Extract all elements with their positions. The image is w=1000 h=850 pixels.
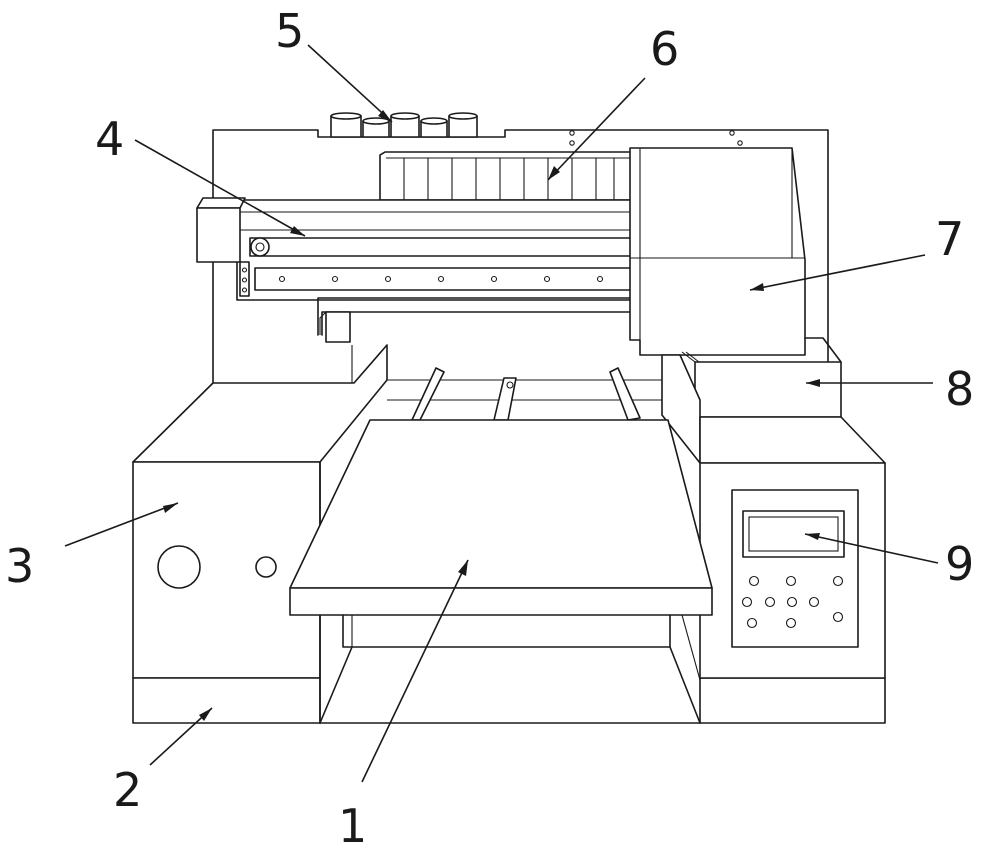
arrowhead-6	[548, 166, 560, 180]
arrowhead-5	[378, 110, 392, 122]
leader-6	[547, 77, 646, 181]
callout-9: 9	[945, 537, 974, 591]
leader-lines	[64, 44, 939, 783]
inner-support	[317, 297, 633, 343]
gantry-beam	[196, 197, 633, 301]
callout-5: 5	[275, 4, 304, 58]
arrowhead-8	[806, 379, 820, 387]
callout-7: 7	[935, 212, 964, 266]
print-head-carriage	[629, 147, 806, 356]
leader-4	[134, 139, 306, 237]
arrowhead-3	[163, 503, 178, 513]
right-cabinet	[661, 354, 886, 679]
arrowhead-4	[290, 226, 305, 236]
callout-3: 3	[5, 539, 34, 593]
leader-3	[64, 502, 179, 547]
leader-1	[361, 559, 469, 783]
left-cabinet	[132, 344, 388, 679]
callout-4: 4	[95, 112, 124, 166]
callout-2: 2	[113, 763, 142, 817]
callout-6: 6	[650, 22, 679, 76]
ink-bottles	[330, 112, 478, 138]
arrowhead-9	[805, 533, 820, 540]
arrowhead-1	[458, 560, 468, 576]
media-guides	[387, 367, 662, 421]
arrowhead-7	[750, 283, 764, 291]
leader-9	[804, 533, 939, 564]
callout-labels: 1 2 3 4 5 6 7 8 9	[5, 4, 974, 850]
leader-7	[749, 254, 926, 291]
worktable	[289, 419, 713, 681]
callout-8: 8	[945, 362, 974, 416]
callout-1: 1	[338, 799, 367, 850]
arrowhead-2	[199, 708, 212, 721]
leader-5	[307, 44, 393, 123]
